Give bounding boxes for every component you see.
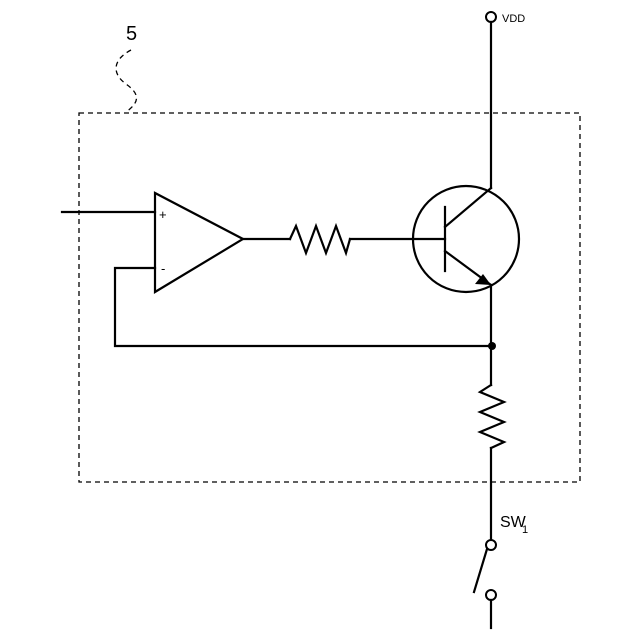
switch-blade	[474, 549, 487, 592]
switch-lower-terminal	[486, 590, 496, 600]
feedback-wire	[115, 268, 491, 346]
opamp-triangle	[155, 193, 243, 292]
module-boundary	[79, 113, 580, 482]
base-resistor	[290, 226, 350, 253]
switch-label-subscript: 1	[522, 524, 528, 536]
transistor-collector-lead	[445, 188, 491, 227]
reference-leader-line	[116, 50, 136, 112]
opamp-plus-sign: +	[159, 207, 167, 222]
module-reference-label: 5	[126, 23, 137, 45]
vdd-terminal	[486, 12, 496, 22]
vdd-label: VDD	[502, 13, 525, 25]
sense-resistor	[480, 385, 504, 448]
opamp-minus-sign: -	[161, 261, 165, 276]
